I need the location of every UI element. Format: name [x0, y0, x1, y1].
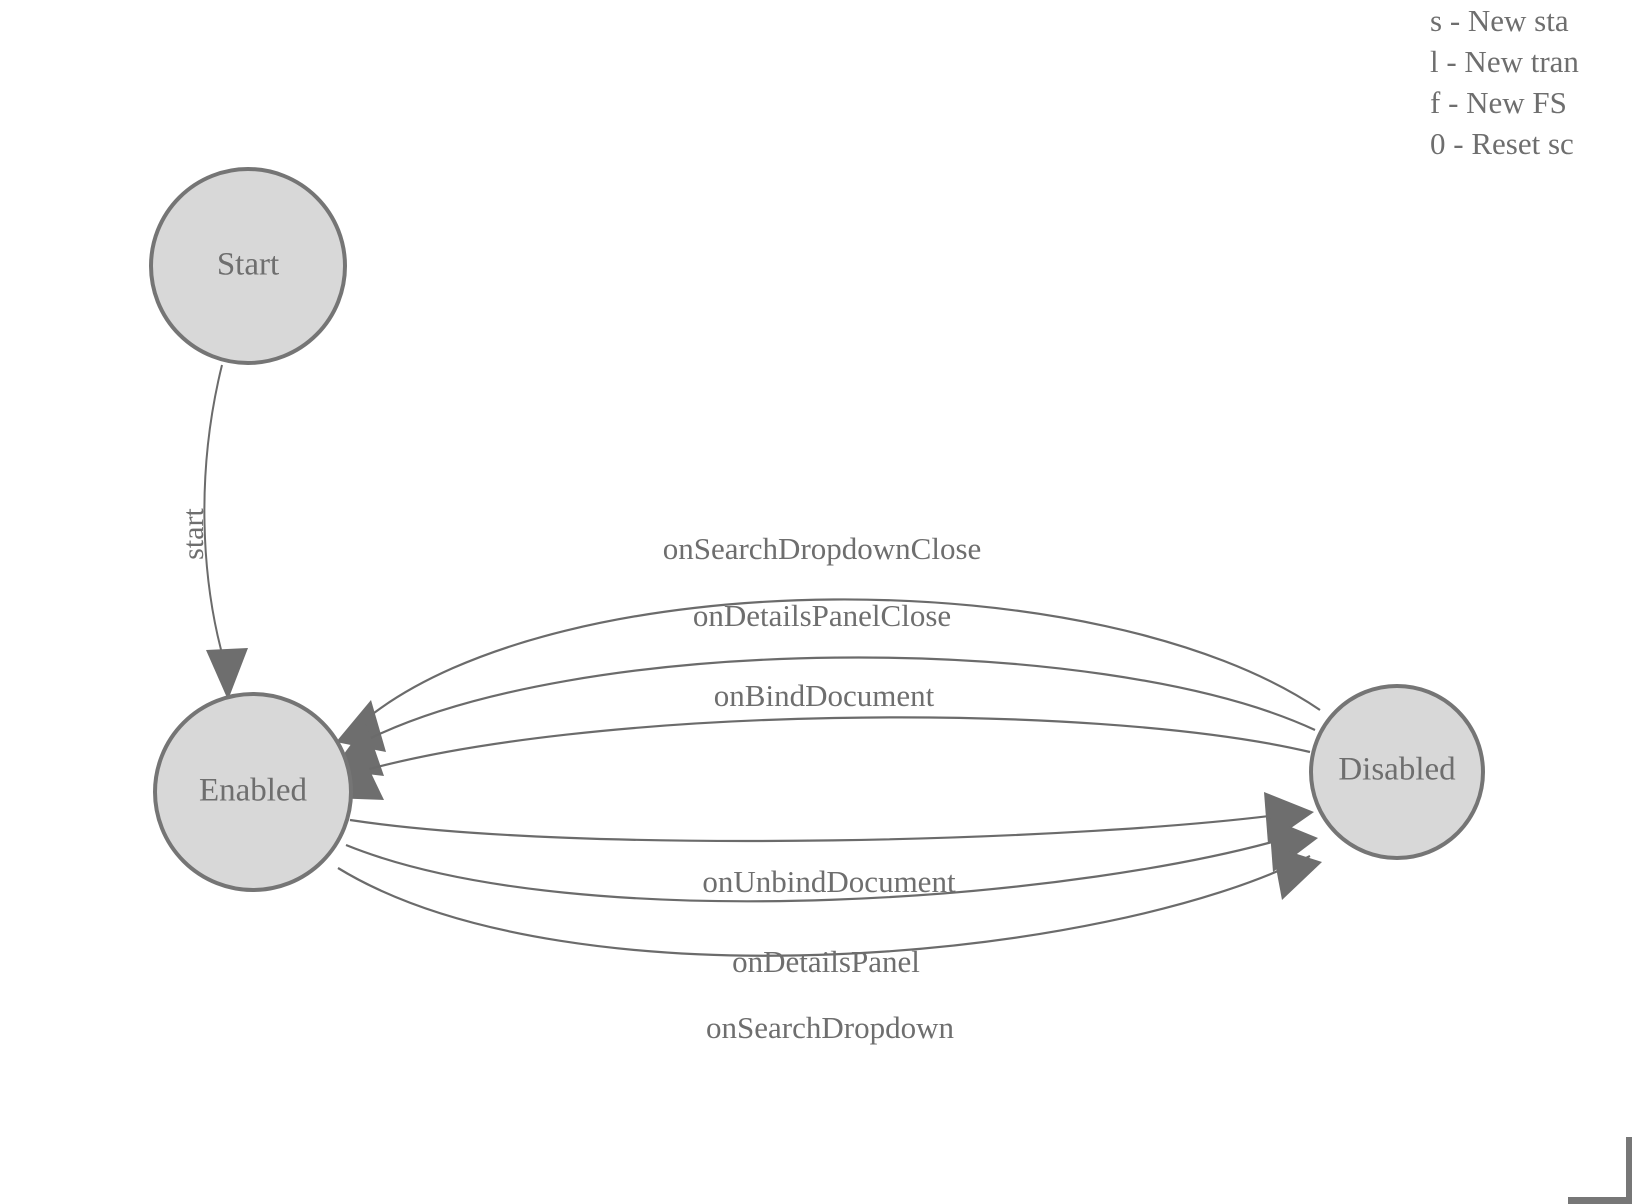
transition-on-search-dropdown-close[interactable] [336, 598, 1321, 752]
edge-label-on-details-panel: onDetailsPanel [732, 944, 920, 979]
state-node-enabled[interactable]: Enabled [153, 692, 353, 892]
edge-label-on-details-panel-close: onDetailsPanelClose [693, 598, 951, 633]
transition-start[interactable] [203, 364, 248, 700]
state-circle-disabled[interactable] [1309, 684, 1485, 860]
edge-label-on-search-dropdown: onSearchDropdown [706, 1010, 954, 1045]
state-circle-start[interactable] [149, 167, 347, 365]
help-line-new-fsm: f - New FS [1430, 85, 1567, 120]
help-legend: s - New sta l - New tran f - New FS 0 - … [1430, 0, 1632, 164]
state-node-disabled[interactable]: Disabled [1309, 684, 1485, 860]
transition-on-unbind-document[interactable] [349, 792, 1314, 844]
transition-on-bind-document[interactable] [330, 716, 1311, 800]
transition-on-details-panel-close[interactable] [332, 656, 1316, 776]
state-label-disabled: Disabled [1338, 752, 1456, 788]
help-line-reset-scale: 0 - Reset sc [1430, 126, 1574, 161]
transition-on-search-dropdown[interactable] [337, 846, 1322, 957]
help-line-new-state: s - New sta [1430, 3, 1569, 38]
help-line-new-transition: l - New tran [1430, 44, 1579, 79]
edge-label-start: start [177, 508, 210, 560]
edge-path-start [203, 364, 227, 669]
edge-path-on-details-panel [345, 831, 1304, 903]
edge-label-on-search-dropdown-close: onSearchDropdownClose [663, 531, 982, 566]
edge-label-on-unbind-document: onUnbindDocument [702, 864, 956, 899]
edge-path-on-unbind-document [349, 810, 1301, 843]
state-circle-enabled[interactable] [153, 692, 353, 892]
edge-label-on-bind-document: onBindDocument [714, 678, 935, 713]
edge-path-on-details-panel-close [356, 656, 1316, 746]
arrow-head-on-search-dropdown-close [336, 700, 386, 752]
state-node-start[interactable]: Start [149, 167, 347, 365]
state-label-enabled: Enabled [199, 773, 308, 809]
state-label-start: Start [217, 247, 279, 283]
edge-path-on-bind-document [351, 716, 1311, 776]
arrow-head-start [206, 648, 248, 700]
edge-path-on-search-dropdown [337, 855, 1311, 957]
arrow-head-on-search-dropdown [1272, 846, 1322, 900]
edge-path-on-search-dropdown-close [364, 598, 1321, 721]
